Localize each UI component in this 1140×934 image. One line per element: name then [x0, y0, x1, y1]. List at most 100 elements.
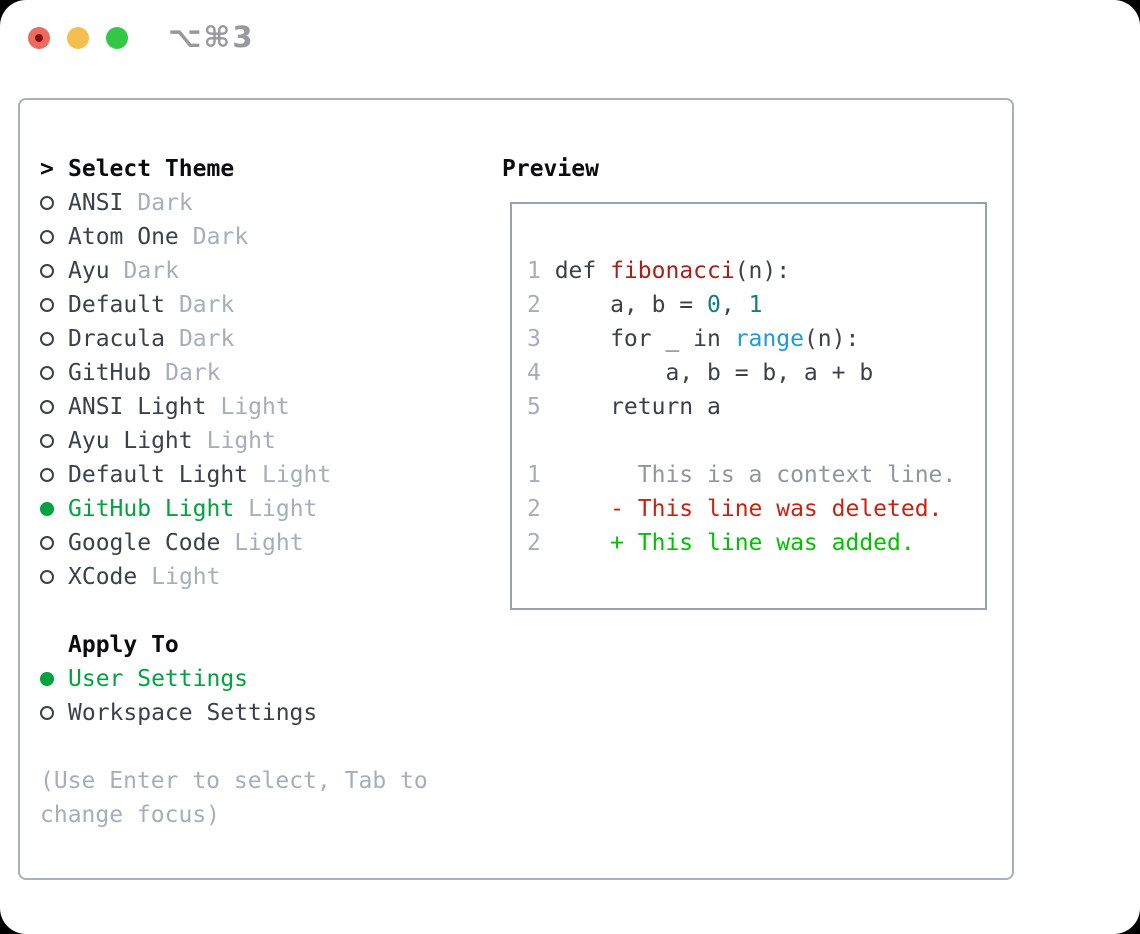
theme-name: GitHub Light: [68, 496, 235, 522]
zoom-button[interactable]: [106, 27, 128, 49]
apply-option-label: Workspace Settings: [68, 700, 318, 726]
code-line: 2 a, b = 0, 1: [527, 288, 956, 322]
code-segment-code: ,: [720, 292, 749, 318]
theme-option-ansi-light[interactable]: ANSI Light Light: [40, 390, 460, 424]
code-segment-added: + This line was added.: [554, 530, 915, 556]
theme-name: GitHub: [68, 360, 152, 386]
theme-name: Ayu: [68, 258, 110, 284]
theme-name: Default: [68, 292, 165, 318]
code-segment-num: 1: [748, 292, 763, 318]
line-number: 2: [527, 530, 541, 556]
theme-option-ayu-light[interactable]: Ayu Light Light: [40, 424, 460, 458]
apply-option-label: User Settings: [68, 666, 249, 692]
theme-option-ayu[interactable]: Ayu Dark: [40, 254, 460, 288]
line-number: 1: [527, 462, 541, 488]
theme-variant: Light: [151, 564, 221, 590]
apply-option-workspace-settings[interactable]: Workspace Settings: [40, 696, 460, 730]
theme-option-github[interactable]: GitHub Dark: [40, 356, 460, 390]
code-segment-builtin: range: [734, 326, 804, 352]
theme-name: Ayu Light: [68, 428, 193, 454]
keyboard-hint: (Use Enter to select, Tab to change focu…: [40, 768, 428, 828]
code-segment-code: for _ in: [554, 326, 735, 352]
code-segment-code: (n):: [734, 258, 791, 284]
theme-option-google-code[interactable]: Google Code Light: [40, 526, 460, 560]
code-line: 2 + This line was added.: [527, 526, 956, 560]
theme-variant: Dark: [178, 326, 235, 352]
code-segment-code: (n):: [803, 326, 860, 352]
theme-variant: Dark: [178, 292, 235, 318]
radio-unselected-icon: [40, 264, 54, 278]
prompt-marker: >: [40, 156, 54, 182]
theme-name: XCode: [68, 564, 138, 590]
theme-name: Google Code: [68, 530, 221, 556]
code-segment-context: This is a context line.: [554, 462, 957, 488]
apply-to-label: Apply To: [68, 632, 179, 658]
theme-name: Default Light: [68, 462, 249, 488]
theme-variant: Dark: [123, 258, 179, 284]
line-number: 4: [527, 360, 541, 386]
code-line: 2 - This line was deleted.: [527, 492, 956, 526]
theme-variant: Dark: [137, 190, 193, 216]
radio-unselected-icon: [40, 230, 54, 244]
theme-variant: Dark: [165, 360, 221, 386]
radio-selected-icon: [40, 502, 54, 516]
theme-variant: Light: [220, 394, 290, 420]
line-number: 2: [527, 292, 541, 318]
window-title-shortcut: ⌥⌘3: [168, 20, 255, 54]
theme-option-atom-one[interactable]: Atom One Dark: [40, 220, 460, 254]
theme-variant: Light: [262, 462, 332, 488]
radio-unselected-icon: [40, 468, 54, 482]
theme-name: ANSI: [68, 190, 124, 216]
line-number: 2: [527, 496, 541, 522]
theme-option-default-light[interactable]: Default Light Light: [40, 458, 460, 492]
minimize-button[interactable]: [67, 27, 89, 49]
radio-unselected-icon: [40, 570, 54, 584]
code-line: 5 return a: [527, 390, 956, 424]
line-number: 5: [527, 394, 541, 420]
theme-variant: Dark: [192, 224, 249, 250]
radio-unselected-icon: [40, 706, 54, 720]
code-line: 3 for _ in range(n):: [527, 322, 956, 356]
code-line: 4 a, b = b, a + b: [527, 356, 956, 390]
spacer: [40, 594, 460, 628]
code-segment-deleted: - This line was deleted.: [554, 496, 943, 522]
code-segment-func: fibonacci: [610, 258, 735, 284]
spacer: [40, 730, 460, 764]
preview-label: Preview: [502, 156, 599, 182]
code-segment-num: 0: [707, 292, 721, 318]
radio-unselected-icon: [40, 536, 54, 550]
radio-unselected-icon: [40, 434, 54, 448]
radio-selected-icon: [40, 672, 54, 686]
select-theme-header: > Select Theme: [40, 152, 460, 186]
theme-option-xcode[interactable]: XCode Light: [40, 560, 460, 594]
code-segment-code: return a: [554, 394, 721, 420]
theme-option-default[interactable]: Default Dark: [40, 288, 460, 322]
theme-variant: Light: [234, 530, 304, 556]
line-number: 1: [527, 258, 541, 284]
theme-variant: Light: [206, 428, 276, 454]
radio-unselected-icon: [40, 196, 54, 210]
code-line: 1 This is a context line.: [527, 458, 956, 492]
code-segment-code: a, b = b, a + b: [554, 360, 874, 386]
radio-unselected-icon: [40, 366, 54, 380]
code-segment-code: def: [554, 258, 611, 284]
traffic-lights: [28, 27, 128, 49]
radio-unselected-icon: [40, 332, 54, 346]
close-button[interactable]: [28, 27, 50, 49]
select-theme-label: Select Theme: [68, 156, 235, 182]
theme-name: Atom One: [68, 224, 179, 250]
theme-name: ANSI Light: [68, 394, 207, 420]
theme-option-ansi[interactable]: ANSI Dark: [40, 186, 460, 220]
code-segment-code: a, b =: [554, 292, 708, 318]
code-line: [527, 424, 956, 458]
apply-option-user-settings[interactable]: User Settings: [40, 662, 460, 696]
